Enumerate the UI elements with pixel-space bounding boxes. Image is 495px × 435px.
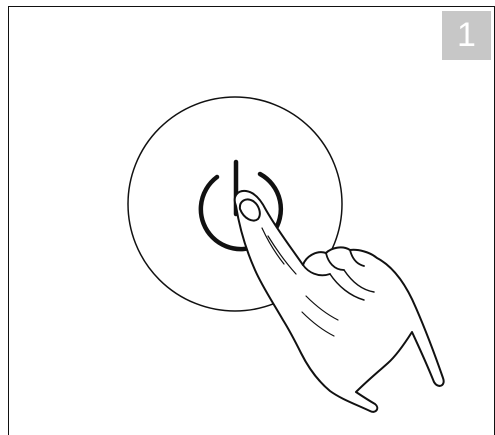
power-button-illustration	[0, 0, 495, 435]
instruction-panel: 1	[0, 0, 495, 435]
